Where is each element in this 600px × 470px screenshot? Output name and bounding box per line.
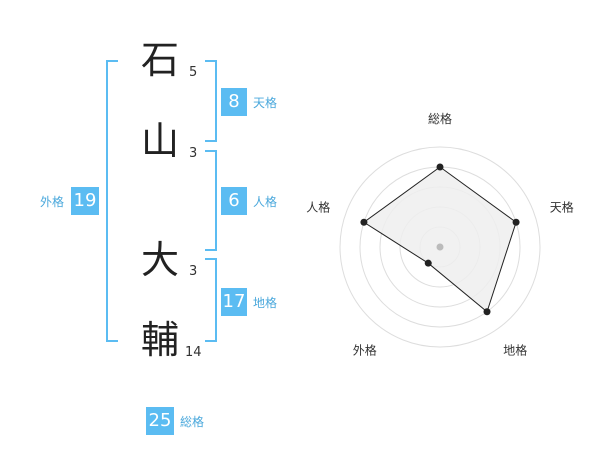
tenkaku-value: 8 (221, 88, 247, 116)
chikaku-value: 17 (221, 288, 247, 316)
radar-axis-label: 天格 (550, 199, 574, 214)
gaikaku-label: 外格 (40, 195, 65, 209)
radar-axis-label: 地格 (503, 343, 527, 358)
jinkaku-value: 6 (221, 187, 247, 215)
name-char-2-strokes: 3 (189, 146, 198, 161)
radar-axis-label: 人格 (306, 199, 330, 214)
soukaku-label: 総格 (180, 415, 205, 429)
radar-point (512, 218, 520, 226)
radar-point (436, 163, 444, 171)
name-char-3: 大 (140, 238, 179, 282)
radar-ring (339, 146, 541, 348)
chikaku-label: 地格 (253, 296, 278, 310)
gaikaku-bracket (106, 60, 118, 342)
name-char-2: 山 (140, 119, 179, 163)
jinkaku-bracket (205, 150, 217, 251)
radar-center (436, 243, 444, 251)
radar-axis-label: 外格 (353, 343, 377, 358)
radar-point (424, 259, 432, 267)
radar-point (483, 308, 491, 316)
tenkaku-label: 天格 (253, 96, 278, 110)
name-char-1-strokes: 5 (189, 65, 198, 80)
gaikaku-value: 19 (71, 187, 99, 215)
jinkaku-label: 人格 (253, 195, 278, 209)
radar-point (360, 218, 368, 226)
name-char-4: 輔 (140, 318, 179, 362)
chikaku-bracket (205, 258, 217, 342)
soukaku-value: 25 (146, 407, 174, 435)
name-char-4-strokes: 14 (185, 345, 202, 360)
radar-shape (363, 166, 517, 313)
name-char-3-strokes: 3 (189, 264, 198, 279)
tenkaku-bracket (205, 60, 217, 142)
radar-points (360, 163, 520, 316)
radar-axis-label: 総格 (428, 111, 452, 126)
name-char-1: 石 (140, 38, 179, 82)
